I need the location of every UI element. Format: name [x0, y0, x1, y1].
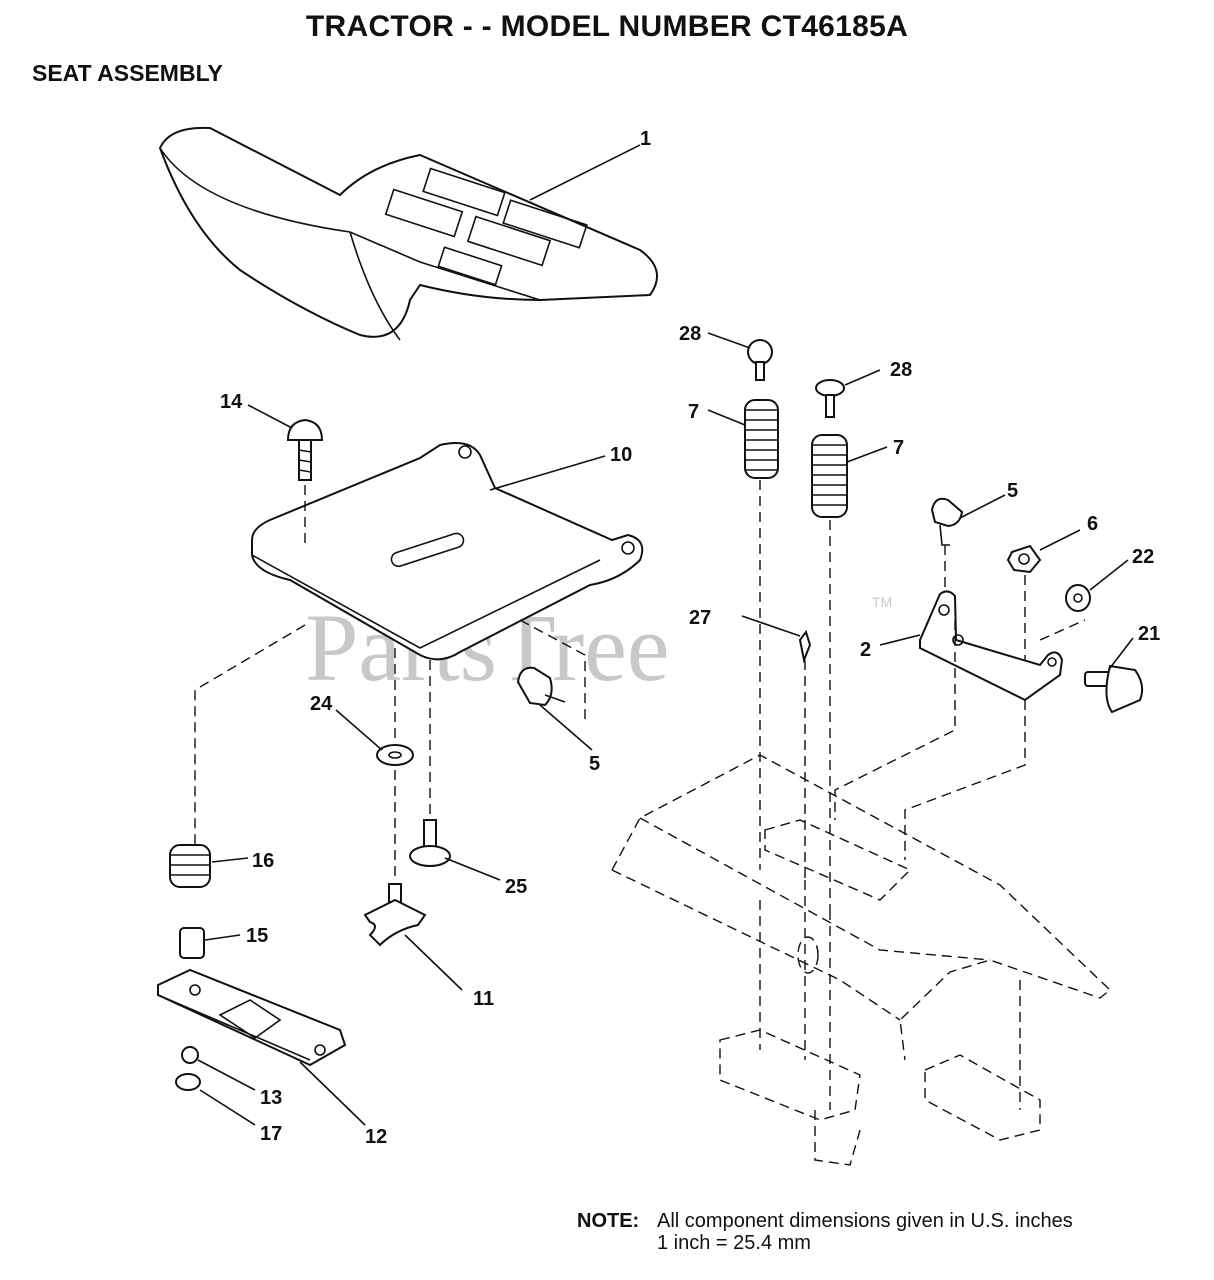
tractor-frame-outline	[611, 754, 1112, 1166]
leader-11	[404, 934, 463, 991]
nut-13-part	[181, 1046, 199, 1064]
knob-part	[363, 883, 427, 947]
leader-25	[444, 857, 501, 881]
clip-left-part	[516, 666, 566, 707]
spring-left-part	[744, 399, 779, 479]
note-line-1: All component dimensions given in U.S. i…	[657, 1210, 1073, 1232]
callout-12: 12	[365, 1126, 387, 1148]
bracket-part	[919, 590, 1064, 702]
leader-17	[199, 1089, 256, 1126]
leader-21	[1109, 637, 1134, 669]
page-title: TRACTOR - - MODEL NUMBER CT46185A	[305, 10, 909, 43]
callout-25: 25	[505, 876, 527, 898]
leader-24	[335, 709, 383, 751]
leader-22	[1089, 559, 1129, 591]
callout-7-right: 7	[893, 437, 904, 459]
clip-right-part	[930, 497, 964, 546]
shoulder-bolt-part	[1084, 664, 1144, 714]
leader-27	[741, 615, 801, 637]
washer-22-part	[1065, 584, 1091, 612]
callout-5-left: 5	[589, 753, 600, 775]
callout-2: 2	[860, 639, 871, 661]
screw-part	[409, 819, 451, 867]
callout-28-right: 28	[890, 359, 912, 381]
leader-14	[247, 404, 293, 429]
leader-28b	[844, 369, 881, 386]
leader-15	[204, 934, 241, 941]
leader-7b	[846, 446, 888, 463]
callout-6: 6	[1087, 513, 1098, 535]
leader-13	[197, 1059, 256, 1091]
callout-13: 13	[260, 1087, 282, 1109]
leader-7a	[707, 409, 746, 426]
cotter-pin-part	[798, 629, 812, 664]
dimension-note: NOTE: All component dimensions given in U…	[577, 1210, 1073, 1254]
callout-22: 22	[1132, 546, 1154, 568]
watermark-tm: TM	[872, 594, 892, 610]
leader-10	[489, 455, 606, 491]
carriage-bolt-part	[286, 418, 324, 481]
callout-28-left: 28	[679, 323, 701, 345]
mounting-plate-part	[157, 968, 347, 1067]
callout-11: 11	[473, 988, 494, 1010]
section-title: SEAT ASSEMBLY	[32, 60, 223, 86]
leader-5a	[959, 494, 1006, 519]
note-line-2: 1 inch = 25.4 mm	[657, 1232, 811, 1254]
seat-pan-part	[251, 442, 644, 661]
leader-12	[299, 1061, 366, 1126]
callout-15: 15	[246, 925, 268, 947]
leader-28a	[707, 332, 751, 349]
callout-21: 21	[1138, 623, 1160, 645]
nut-part	[1006, 544, 1042, 574]
leader-1	[529, 144, 641, 201]
spring-right-part	[811, 434, 848, 518]
callout-10: 10	[610, 444, 632, 466]
note-label: NOTE:	[577, 1210, 640, 1232]
nut-17-part	[175, 1073, 201, 1091]
spacer-part	[179, 927, 205, 959]
callout-16: 16	[252, 850, 274, 872]
leader-6	[1039, 529, 1081, 551]
callout-24: 24	[310, 693, 333, 715]
callout-14: 14	[220, 391, 243, 413]
callout-7-left: 7	[688, 401, 699, 423]
callout-1: 1	[640, 128, 651, 150]
callout-5-right: 5	[1007, 480, 1018, 502]
spring-small-part	[169, 844, 211, 888]
leader-5b	[539, 704, 593, 751]
leader-16	[211, 857, 249, 863]
seat-part	[158, 126, 659, 341]
flat-washer-part	[376, 744, 414, 766]
callout-17: 17	[260, 1123, 282, 1145]
knob-bolt-left-part	[747, 339, 773, 381]
leader-2	[879, 634, 921, 646]
callout-27: 27	[689, 607, 711, 629]
knob-bolt-right-part	[815, 379, 845, 418]
